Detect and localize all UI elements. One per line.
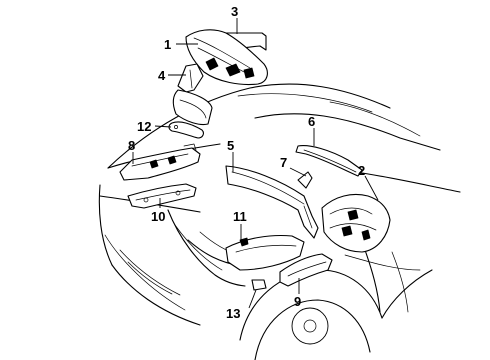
callout-3: 3 (231, 4, 238, 19)
leader-lines (132, 18, 379, 309)
callout-labels: 1 2 3 4 5 6 7 8 9 10 11 12 13 (128, 4, 365, 321)
callout-13: 13 (226, 306, 240, 321)
part-9-wheelhouse-rail (279, 253, 333, 287)
callout-8: 8 (128, 138, 135, 153)
part-12-bracket (168, 121, 204, 139)
part-13-clip (251, 279, 267, 291)
part-11-fender-apron (225, 235, 305, 271)
callout-7: 7 (280, 155, 287, 170)
part-8-radiator-support (119, 143, 201, 181)
part-7-gusset (297, 171, 313, 189)
callout-5: 5 (227, 138, 234, 153)
callout-10: 10 (151, 209, 165, 224)
callout-6: 6 (308, 114, 315, 129)
part-2-cowl-side-assembly (321, 193, 391, 253)
callout-4: 4 (158, 68, 166, 83)
callout-2: 2 (358, 163, 365, 178)
callout-11: 11 (233, 209, 247, 224)
callout-9: 9 (294, 294, 301, 309)
callout-1: 1 (164, 37, 171, 52)
part-6-upper-rail (295, 145, 363, 177)
part-5-hood-rail (225, 165, 319, 239)
callout-12: 12 (137, 119, 151, 134)
part-1-cowl-panel (185, 29, 268, 86)
part-10-lower-crossmember (127, 183, 197, 209)
part-4-side-support (172, 63, 213, 126)
